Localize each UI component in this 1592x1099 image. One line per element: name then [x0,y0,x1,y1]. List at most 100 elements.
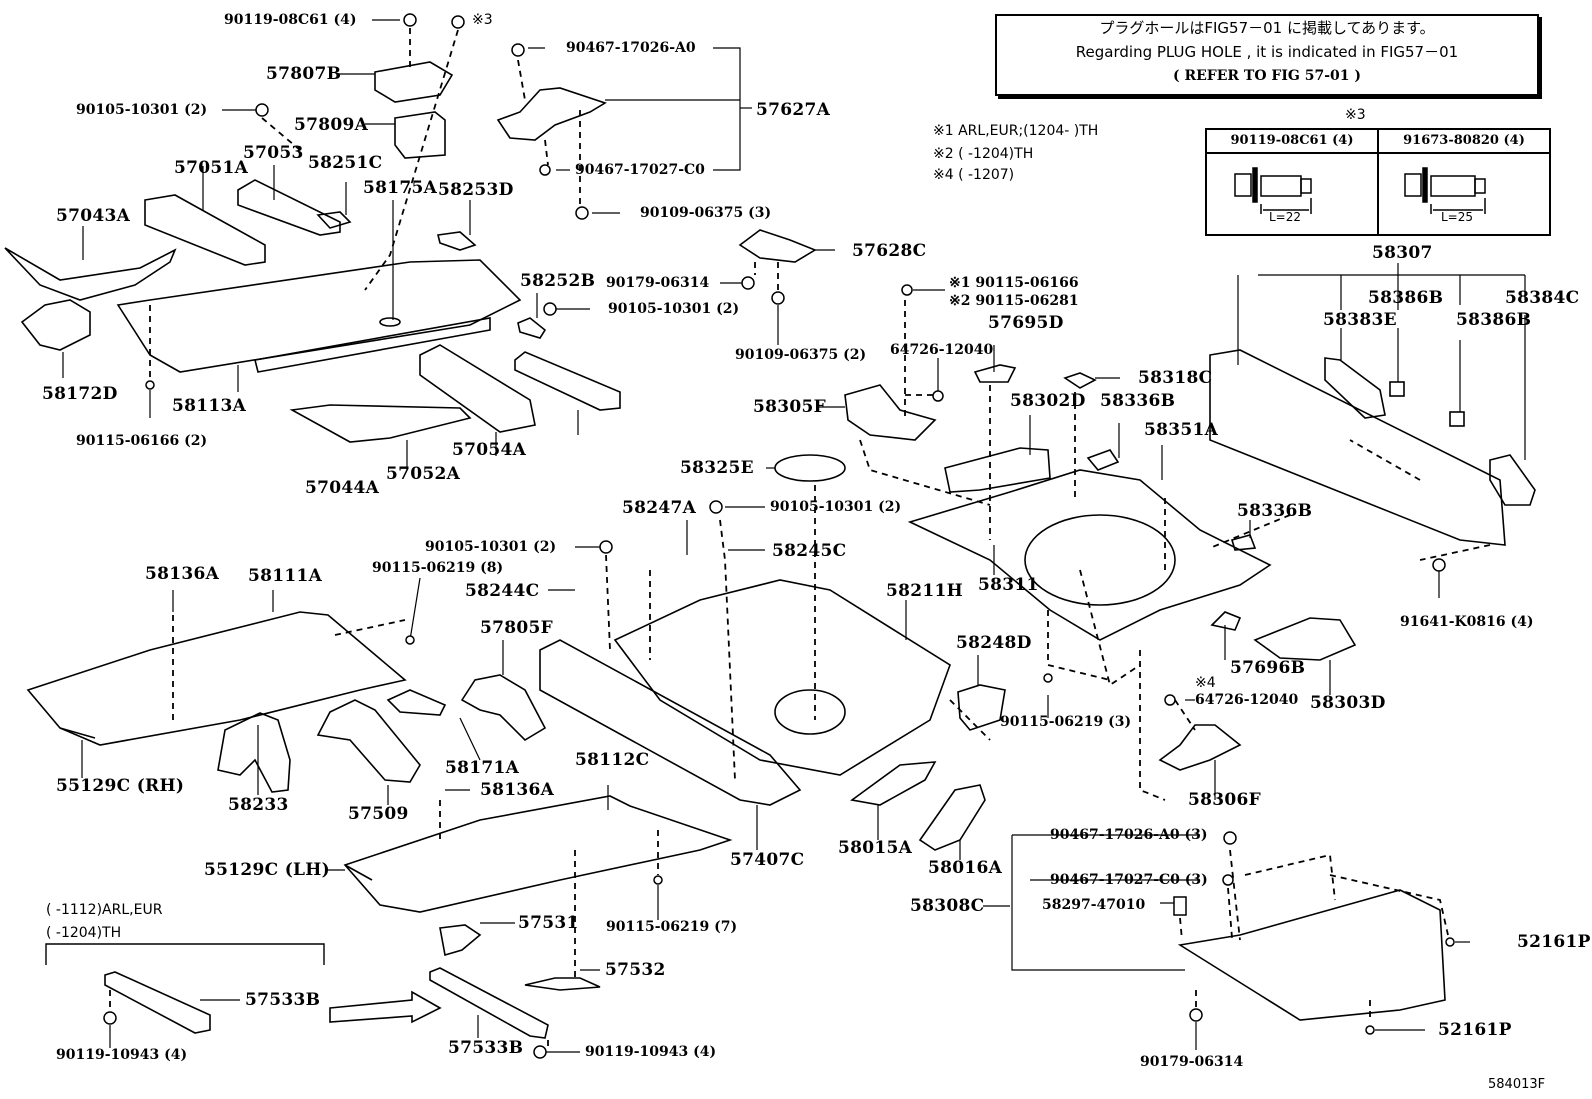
part-label[interactable]: 57532 [605,960,666,980]
part-label[interactable]: 55129C (LH) [204,860,330,880]
part-label[interactable]: 58248D [956,633,1032,653]
part-label[interactable]: 57809A [294,115,369,135]
part-label[interactable]: 91641-K0816 (4) [1400,614,1534,630]
part-label[interactable]: 58211H [886,581,964,601]
part-label[interactable]: ※1 90115-06166 [949,275,1079,291]
part-label[interactable]: 58233 [228,795,289,815]
part-label[interactable]: 64726-12040 [1195,692,1299,708]
part-label[interactable]: 58384C [1505,288,1580,308]
part-label[interactable]: 90115-06219 (3) [1000,714,1132,730]
part-label[interactable]: 58136A [145,564,220,584]
part-label[interactable]: 57627A [756,100,831,120]
part-label[interactable]: 58351A [1144,420,1219,440]
part-label[interactable]: 58311 [978,575,1039,595]
part-label[interactable]: 57051A [174,158,249,178]
part-label[interactable]: 90467-17027-C0 [575,162,705,178]
part-label[interactable]: 58305F [753,397,827,417]
part-label[interactable]: 90109-06375 (2) [735,347,867,363]
part-label[interactable]: 58245C [772,541,847,561]
nut-90179-06314 [741,276,755,290]
part-label[interactable]: 90115-06219 (7) [606,919,738,935]
part-58336b-upper [1086,449,1120,471]
part-58311 [907,469,1272,641]
plug-58297-47010 [1173,896,1187,916]
part-label[interactable]: 58112C [575,750,650,770]
part-label[interactable]: ※2 90115-06281 [949,293,1079,309]
part-label[interactable]: 58336B [1237,501,1313,521]
part-label[interactable]: 90119-08C61 (4) [224,12,357,28]
part-label[interactable]: 90467-17027-C0 (3) [1050,872,1208,888]
part-label[interactable]: 90105-10301 (2) [425,539,557,555]
part-label[interactable]: 58318C [1138,368,1213,388]
part-label[interactable]: 58253D [438,180,514,200]
part-label[interactable]: 57807B [266,64,342,84]
part-label[interactable]: 58386B [1368,288,1444,308]
part-label[interactable]: 58308C [910,896,985,916]
part-label[interactable]: 58113A [172,396,247,416]
part-label[interactable]: 90115-06219 (8) [372,560,504,576]
part-label[interactable]: 90119-10943 (4) [585,1044,717,1060]
part-label[interactable]: 58251C [308,153,383,173]
part-label[interactable]: 58386B [1456,310,1532,330]
part-58303d [1253,617,1357,661]
bolt-90115-06219-3 [1043,673,1053,683]
part-label[interactable]: 58307 [1372,243,1433,263]
part-label[interactable]: 57043A [56,206,131,226]
part-label[interactable]: 57696B [1230,658,1306,678]
part-label[interactable]: 58325E [680,458,754,478]
part-label[interactable]: 52161P [1517,932,1591,952]
part-label[interactable]: 55129C (RH) [56,776,185,796]
part-label[interactable]: 90467-17026-A0 [566,40,696,56]
part-label[interactable]: 58302D [1010,391,1086,411]
part-label[interactable]: 90179-06314 [606,275,710,291]
part-label[interactable]: 52161P [1438,1020,1512,1040]
part-label[interactable]: 90179-06314 [1140,1054,1244,1070]
part-label[interactable]: 58252B [520,271,596,291]
part-label[interactable]: 58336B [1100,391,1176,411]
part-label[interactable]: 57533B [448,1038,524,1058]
part-label[interactable]: 57053 [243,143,304,163]
part-57051a [144,194,266,266]
part-label[interactable]: 57531 [518,913,579,933]
part-label[interactable]: 58247A [622,498,697,518]
part-label[interactable]: 58016A [928,858,1003,878]
part-label[interactable]: 90467-17026-A0 (3) [1050,827,1208,843]
part-label[interactable]: 58172D [42,384,118,404]
part-label[interactable]: 57533B [245,990,321,1010]
part-label[interactable]: 90105-10301 (2) [76,102,208,118]
part-label[interactable]: 57628C [852,241,927,261]
part-label[interactable]: 58303D [1310,693,1386,713]
part-label[interactable]: 58136A [480,780,555,800]
part-label[interactable]: 64726-12040 [890,342,994,358]
part-label[interactable]: 90105-10301 (2) [770,499,902,515]
part-label[interactable]: 90105-10301 (2) [608,301,740,317]
part-label[interactable]: 58306F [1188,790,1262,810]
variant-arrow [329,990,442,1024]
part-58251c [316,211,352,229]
footnote-1: ※1 ARL,EUR;(1204- )TH [933,123,1099,139]
part-58307 [1209,349,1506,546]
part-label[interactable]: 57695D [988,313,1064,333]
part-label[interactable]: 57805F [480,618,554,638]
part-label[interactable]: 57407C [730,850,805,870]
bolt-table-col-2: 91673-80820 (4) [1403,133,1525,148]
part-label[interactable]: 57044A [305,478,380,498]
part-58016a [918,784,986,851]
part-label[interactable]: 58175A [363,178,438,198]
part-label[interactable]: 58111A [248,566,323,586]
part-57628c [738,229,817,263]
part-label[interactable]: 58015A [838,838,913,858]
part-label[interactable]: 58171A [445,758,520,778]
part-label[interactable]: 57054A [452,440,527,460]
part-label[interactable]: 58297-47010 [1042,897,1146,913]
part-57695d [973,364,1017,383]
part-label[interactable]: 58383E [1323,310,1397,330]
part-label[interactable]: 58244C [465,581,540,601]
part-label[interactable]: 90119-10943 (4) [56,1047,188,1063]
bolt-90109-06375-2 [771,291,785,305]
part-58175a [379,317,401,327]
part-label[interactable]: 57052A [386,464,461,484]
part-label[interactable]: 90115-06166 (2) [76,433,208,449]
part-label[interactable]: 57509 [348,804,409,824]
part-label[interactable]: 90109-06375 (3) [640,205,772,221]
